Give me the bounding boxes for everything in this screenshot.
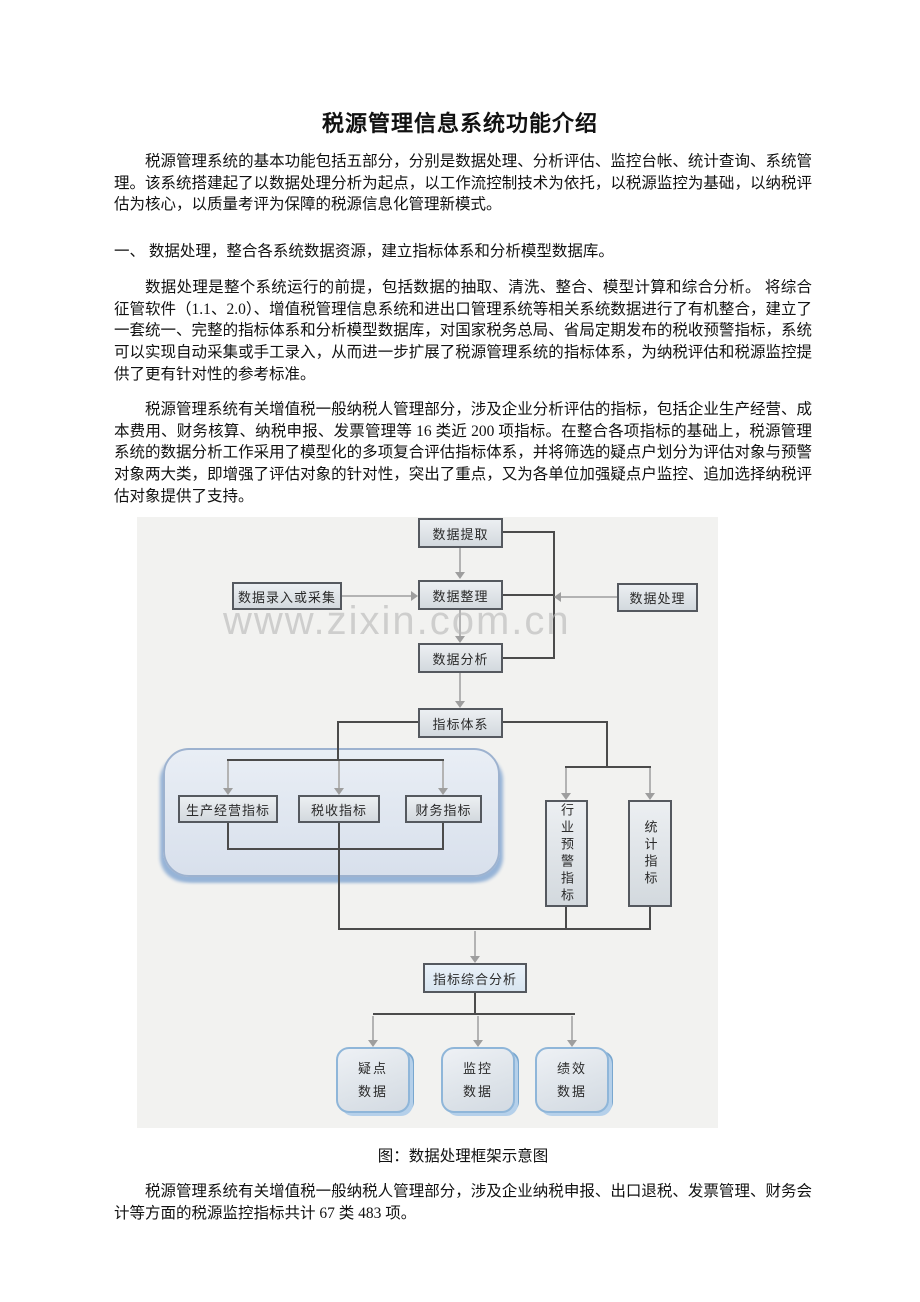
connector-line xyxy=(474,993,476,1015)
arrow-down-icon xyxy=(223,788,233,795)
node-label: 疑点 xyxy=(357,1060,388,1076)
paragraph-monitoring-indicators: 税源管理系统有关增值税一般纳税人管理部分，涉及企业纳税申报、出口退税、发票管理、… xyxy=(114,1183,812,1222)
connector-line xyxy=(227,848,444,850)
connector-line xyxy=(565,907,567,930)
arrow-line xyxy=(474,931,476,957)
connector-line xyxy=(442,823,444,850)
arrow-down-icon xyxy=(334,788,344,795)
arrow-line xyxy=(372,1016,374,1041)
node-data-analysis: 数据分析 xyxy=(418,643,503,673)
node-tax-indicators: 税收指标 xyxy=(298,795,380,823)
arrow-line xyxy=(338,761,340,789)
connector-line xyxy=(338,823,340,850)
arrow-line xyxy=(565,768,567,794)
paragraph-overview: 税源管理系统的基本功能包括五部分，分别是数据处理、分析评估、监控台帐、统计查询、… xyxy=(114,153,812,214)
connector-line xyxy=(606,721,608,767)
connector-line xyxy=(503,594,555,596)
arrow-line xyxy=(459,548,461,573)
connector-line xyxy=(227,823,229,850)
arrow-down-icon xyxy=(567,1040,577,1047)
arrow-line xyxy=(477,1016,479,1041)
connector-line xyxy=(503,721,608,723)
arrow-line xyxy=(459,673,461,702)
connector-line xyxy=(649,907,651,930)
node-comprehensive-indicator-analysis: 指标综合分析 xyxy=(423,963,527,993)
arrow-down-icon xyxy=(455,636,465,643)
node-label: 数据 xyxy=(556,1083,587,1099)
connector-line xyxy=(503,531,555,533)
arrow-down-icon xyxy=(470,956,480,963)
arrow-down-icon xyxy=(473,1040,483,1047)
arrow-down-icon xyxy=(645,793,655,800)
node-data-extraction: 数据提取 xyxy=(418,518,503,548)
node-financial-indicators: 财务指标 xyxy=(405,795,482,823)
arrow-line xyxy=(560,596,617,598)
connector-line xyxy=(338,928,651,930)
section-heading: 一、 数据处理，整合各系统数据资源，建立指标体系和分析模型数据库。 xyxy=(114,243,614,260)
arrow-line xyxy=(342,595,412,597)
arrow-right-icon xyxy=(411,591,418,601)
arrow-down-icon xyxy=(438,788,448,795)
node-suspicious-data: 疑点 数据 xyxy=(336,1047,410,1113)
connector-line xyxy=(337,721,420,723)
node-label: 监控 xyxy=(462,1060,493,1076)
connector-line xyxy=(565,766,651,768)
node-performance-data: 绩效 数据 xyxy=(535,1047,609,1113)
paragraph-data-processing: 数据处理是整个系统运行的前提，包括数据的抽取、清洗、整合、模型计算和综合分析。 … xyxy=(114,279,812,383)
node-production-operation-indicators: 生产经营指标 xyxy=(178,795,278,823)
node-label: 绩效 xyxy=(556,1060,587,1076)
arrow-line xyxy=(459,610,461,637)
connector-line xyxy=(338,850,340,930)
data-processing-framework-diagram: 数据提取 数据录入或采集 数据整理 数据处理 数据分析 指标体系 生产经营指标 … xyxy=(137,517,718,1128)
connector-line xyxy=(503,657,555,659)
arrow-line xyxy=(649,768,651,794)
connector-line xyxy=(227,759,444,761)
node-data-organization: 数据整理 xyxy=(418,580,503,610)
node-industry-warning-indicators: 行业预警指标 xyxy=(545,800,588,907)
node-monitoring-data: 监控 数据 xyxy=(441,1047,515,1113)
arrow-down-icon xyxy=(455,701,465,708)
node-label: 数据 xyxy=(357,1083,388,1099)
node-data-processing: 数据处理 xyxy=(617,583,698,612)
figure-caption: 图：数据处理框架示意图 xyxy=(377,1148,549,1165)
node-indicator-system: 指标体系 xyxy=(418,708,503,738)
arrow-line xyxy=(571,1016,573,1041)
paragraph-indicator-detail: 税源管理系统有关增值税一般纳税人管理部分，涉及企业分析评估的指标，包括企业生产经… xyxy=(114,401,812,505)
arrow-down-icon xyxy=(455,572,465,579)
arrow-left-icon xyxy=(554,592,561,602)
connector-line xyxy=(337,721,339,761)
connector-line xyxy=(373,1013,575,1015)
node-data-entry-or-collection: 数据录入或采集 xyxy=(232,582,342,610)
page-title: 税源管理信息系统功能介绍 xyxy=(321,111,598,136)
arrow-down-icon xyxy=(368,1040,378,1047)
arrow-line xyxy=(442,761,444,789)
arrow-down-icon xyxy=(561,793,571,800)
node-label: 数据 xyxy=(462,1083,493,1099)
arrow-line xyxy=(227,761,229,789)
node-statistical-indicators: 统计指标 xyxy=(628,800,672,907)
